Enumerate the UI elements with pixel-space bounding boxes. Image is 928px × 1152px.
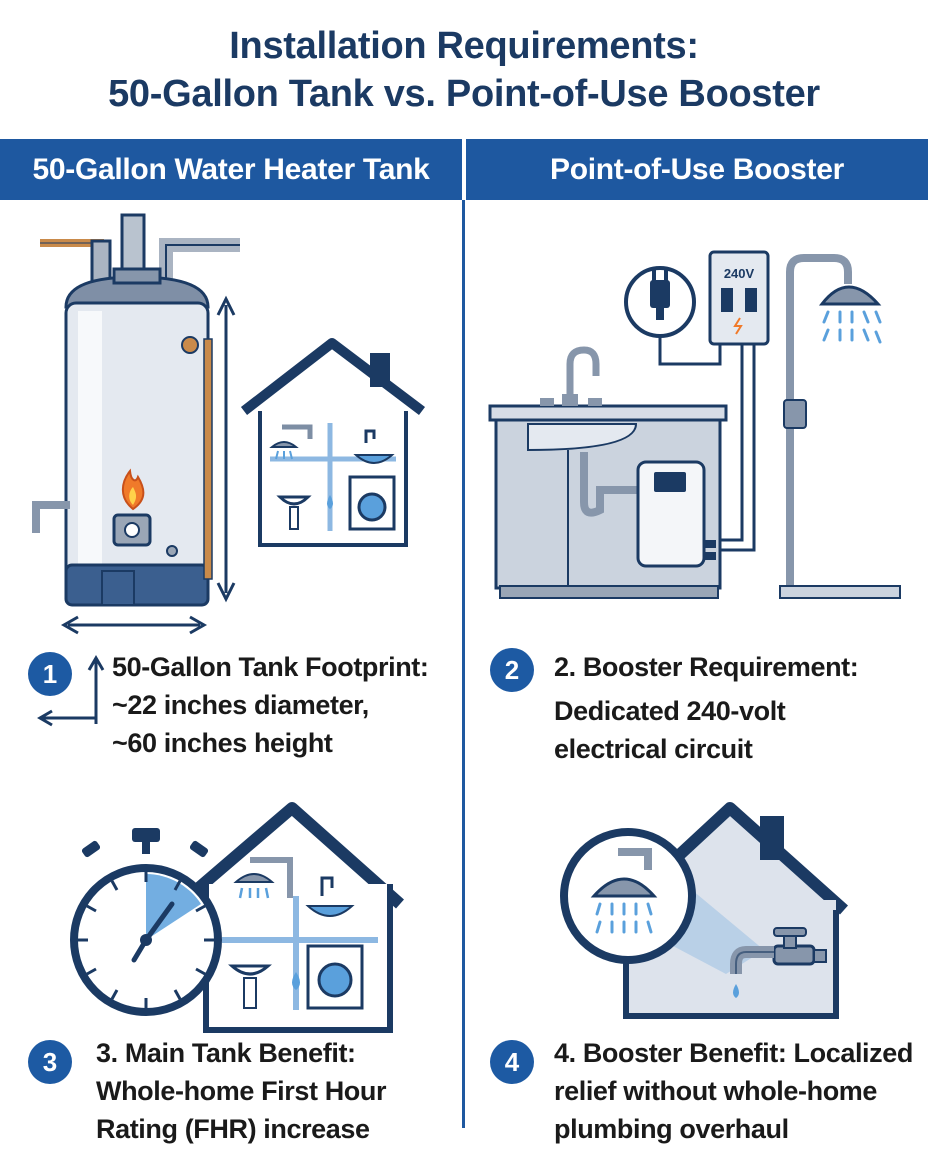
step-badge-2: 2 [490, 648, 534, 692]
caption-booster-benefit: 4. Booster Benefit: Localized relief wit… [554, 1034, 913, 1148]
caption-line: Rating (FHR) increase [96, 1114, 370, 1144]
step-badge-1: 1 [28, 652, 72, 696]
stopwatch-house-illustration [70, 802, 404, 1033]
page-title: Installation Requirements: 50-Gallon Tan… [0, 22, 928, 118]
step-badge-4: 4 [490, 1040, 534, 1084]
title-line-2: 50-Gallon Tank vs. Point-of-Use Booster [108, 73, 820, 115]
caption-booster-requirement: 2. Booster Requirement: Dedicated 240-vo… [554, 648, 859, 768]
caption-line: 4. Booster Benefit: Localized [554, 1038, 913, 1068]
water-heater-tank-illustration [32, 213, 426, 635]
caption-line: plumbing overhaul [554, 1114, 789, 1144]
center-divider [462, 200, 465, 1128]
caption-tank-benefit: 3. Main Tank Benefit: Whole-home First H… [96, 1034, 386, 1148]
dimension-arrow-icon [37, 655, 105, 727]
caption-line: 50-Gallon Tank Footprint: [112, 652, 429, 682]
caption-line: Dedicated 240-volt [554, 696, 786, 726]
caption-tank-footprint: 50-Gallon Tank Footprint: ~22 inches dia… [112, 648, 429, 762]
caption-line: Whole-home First Hour [96, 1076, 387, 1106]
column-header-tank: 50-Gallon Water Heater Tank [0, 139, 462, 200]
step-badge-3: 3 [28, 1040, 72, 1084]
column-header-booster: Point-of-Use Booster [466, 139, 928, 200]
localized-relief-illustration [560, 802, 849, 1019]
caption-line: ~22 inches diameter, [112, 690, 369, 720]
caption-line: ~60 inches height [112, 728, 333, 758]
title-line-1: Installation Requirements: [229, 25, 699, 67]
caption-line: 2. Booster Requirement: [554, 652, 859, 682]
caption-line: relief without whole-home [554, 1076, 878, 1106]
header-divider [462, 139, 466, 200]
breaker-voltage-label: 240V [724, 266, 755, 281]
caption-line: 3. Main Tank Benefit: [96, 1038, 356, 1068]
caption-line: electrical circuit [554, 734, 753, 764]
point-of-use-booster-illustration: 240V [488, 250, 901, 599]
